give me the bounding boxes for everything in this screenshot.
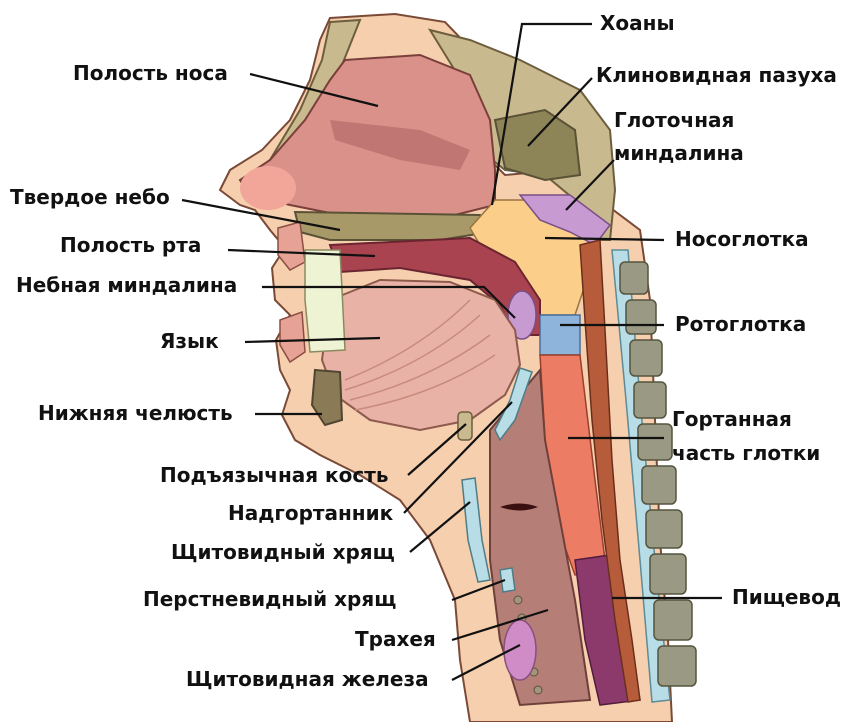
oropharynx-shape (540, 315, 580, 355)
label-tongue: Язык (160, 329, 219, 353)
label-cricoid-cartilage: Перстневидный хрящ (143, 587, 396, 611)
label-hard-palate: Твердое небо (10, 185, 170, 209)
label-pharyngeal-tonsil-line2: миндалина (614, 141, 744, 165)
label-oral-cavity: Полость рта (60, 233, 201, 257)
label-sphenoid-sinus: Клиновидная пазуха (596, 63, 837, 87)
label-esophagus: Пищевод (732, 585, 841, 609)
label-nasopharynx: Носоглотка (675, 227, 809, 251)
vertebra (658, 646, 696, 686)
vertebra (642, 466, 676, 504)
label-choanae: Хоаны (600, 11, 675, 35)
nostril (240, 166, 296, 210)
label-hyoid-bone: Подъязычная кость (160, 463, 388, 487)
vertebra (646, 510, 682, 548)
label-palatine-tonsil: Небная миндалина (16, 273, 237, 297)
label-trachea: Трахея (355, 627, 436, 651)
vertebra (638, 424, 672, 460)
vertebra (630, 340, 662, 376)
vertebra (620, 262, 648, 294)
label-laryngopharynx-line1: Гортанная (672, 407, 792, 431)
teeth (305, 250, 345, 352)
vertebra (634, 382, 666, 418)
label-epiglottis: Надгортанник (228, 501, 394, 525)
label-thyroid-cartilage: Щитовидный хрящ (171, 540, 395, 564)
label-thyroid-gland: Щитовидная железа (186, 667, 429, 691)
vertebra (654, 600, 692, 640)
label-mandible: Нижняя челюсть (38, 401, 233, 425)
label-oropharynx: Ротоглотка (675, 312, 806, 336)
label-laryngopharynx-line2: часть глотки (672, 441, 820, 465)
label-pharyngeal-tonsil-line1: Глоточная (614, 108, 734, 132)
vertebra (650, 554, 686, 594)
vertebra (626, 300, 656, 334)
label-nasal-cavity: Полость носа (73, 61, 228, 85)
